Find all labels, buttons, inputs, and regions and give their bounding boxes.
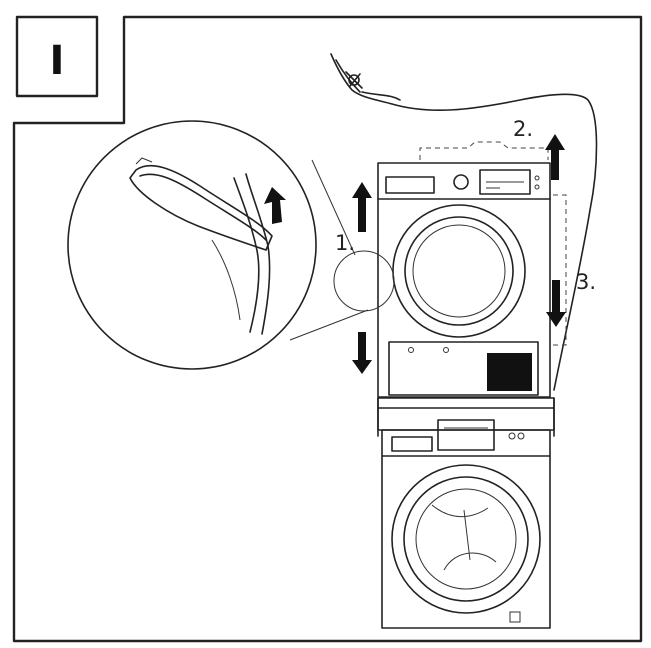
detail-zoom	[67, 120, 369, 370]
filter-grille	[487, 353, 532, 391]
hose	[330, 53, 598, 391]
callout-2: 2.	[513, 117, 533, 141]
dryer	[333, 162, 567, 398]
top-outline-dashed	[419, 141, 549, 160]
arrow-up-icon	[264, 187, 286, 224]
callout-1: 1.	[335, 231, 355, 255]
arrow-up-icon	[352, 182, 372, 232]
step-label: I	[50, 38, 65, 84]
arrow-down-icon	[546, 280, 566, 327]
step-label-box	[15, 15, 99, 98]
callout-3: 3.	[576, 270, 596, 294]
arrow-up-icon	[545, 134, 565, 180]
washer	[381, 419, 551, 629]
panel-frame	[12, 15, 643, 643]
arrow-down-icon	[352, 332, 372, 374]
